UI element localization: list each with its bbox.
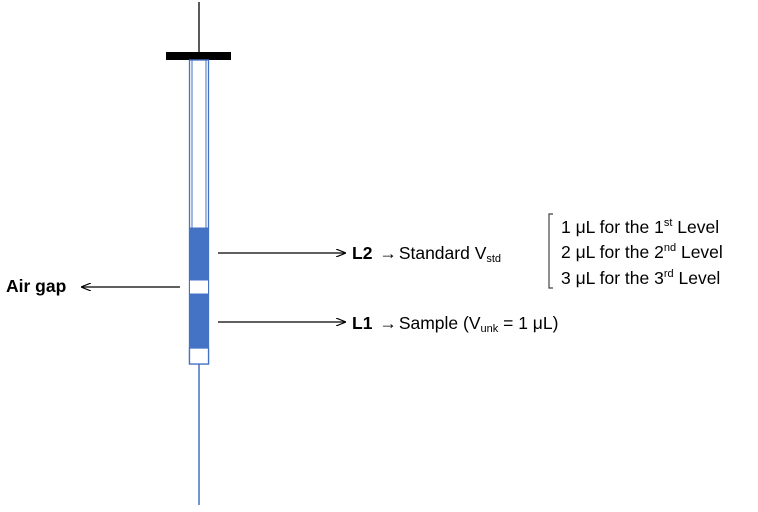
- l1-text-before: Sample (V: [398, 313, 481, 333]
- l2-sub: std: [486, 253, 502, 265]
- level-3-label: 3 μL for the 3rd Level: [561, 268, 721, 288]
- l1-sub: unk: [480, 323, 499, 335]
- liquid-l1-sample: [189, 293, 209, 349]
- l1-label: L1 →Sample (Vunk = 1 μL): [352, 313, 559, 335]
- l2-text: Standard V: [398, 243, 487, 263]
- levels-bracket: [548, 213, 553, 289]
- l1-tag: L1: [352, 313, 373, 333]
- syringe-tip: [188, 347, 210, 365]
- level-2-label: 2 μL for the 2nd Level: [561, 242, 723, 262]
- plunger-head: [166, 52, 231, 60]
- liquid-l2-standard: [189, 227, 209, 281]
- l2-label: L2 →Standard Vstd: [352, 243, 502, 265]
- l2-arrow: →: [379, 243, 397, 263]
- level-1-label: 1 μL for the 1st Level: [561, 217, 720, 237]
- l1-text-after: = 1 μL): [498, 313, 559, 333]
- air-gap-label: Air gap: [6, 276, 67, 296]
- l1-arrow: →: [379, 313, 397, 333]
- l2-tag: L2: [352, 243, 373, 263]
- air-gap-segment: [189, 279, 209, 295]
